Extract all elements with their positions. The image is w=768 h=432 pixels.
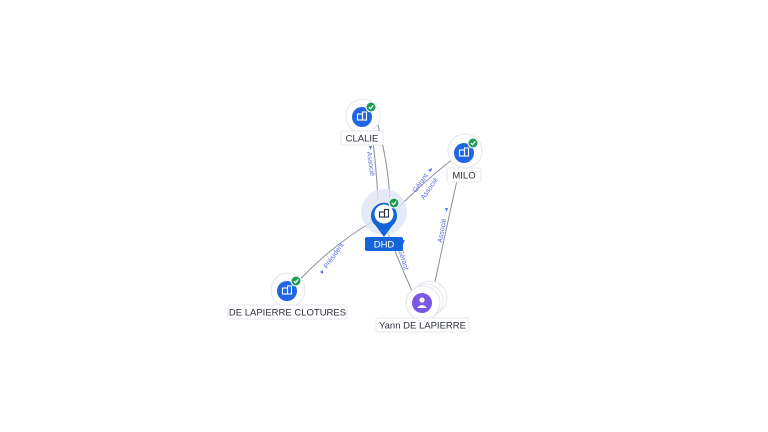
node-dhd-main[interactable]: DHD [361, 189, 407, 251]
node-label-yann: Yann DE LAPIERRE [379, 321, 466, 332]
person-icon [417, 297, 427, 308]
building-icon [281, 285, 293, 295]
main-label-box [365, 237, 403, 251]
node-delapierre[interactable]: DE LAPIERRE CLOTURES [227, 272, 348, 320]
arrow-marker [320, 270, 323, 274]
edge-label-dhd-delapierre: Président [323, 242, 346, 270]
building-icon [356, 111, 368, 121]
check-icon [365, 101, 377, 113]
node-clalie[interactable]: CLALIE [340, 98, 384, 146]
check-icon [467, 137, 479, 149]
edge-arrows [320, 146, 448, 274]
check-icon [290, 275, 302, 287]
node-label-milo: MILO [452, 171, 475, 182]
node-label-delapierre: DE LAPIERRE CLOTURES [229, 308, 346, 319]
node-yann[interactable]: Yann DE LAPIERRE [375, 280, 470, 333]
node-milo[interactable]: MILO [446, 133, 483, 183]
node-label-dhd: DHD [374, 240, 395, 251]
edge-label-clalie-dhd: Associé [365, 151, 375, 176]
arrow-marker [428, 168, 432, 172]
arrow-marker [369, 146, 372, 150]
arrow-marker [445, 208, 448, 212]
check-icon [388, 197, 400, 209]
edge-label-yann-milo: Associé [437, 218, 448, 243]
node-label-clalie: CLALIE [346, 134, 379, 145]
building-icon [378, 208, 390, 218]
edge-clalie-dhd-2 [375, 117, 391, 201]
building-icon [458, 147, 470, 157]
